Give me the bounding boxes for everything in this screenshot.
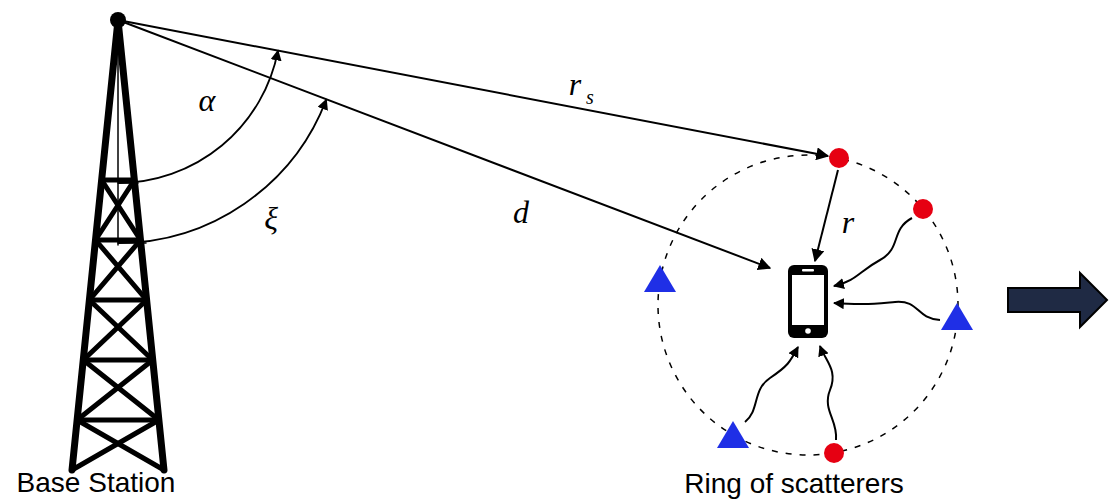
red-scatterer [824,148,933,463]
caption-label: Ring of scatterers [684,470,903,498]
phone-icon [788,265,828,338]
radius-arrow [815,170,838,261]
ray-line [118,20,828,156]
blue-scatterer [644,265,973,448]
block-arrow [1008,273,1107,327]
distance-label: r [842,206,854,238]
angle-arc [118,51,278,184]
distance-label: d [513,196,529,228]
angle-label: ξ [264,202,278,234]
tower-symbol [72,20,164,470]
angle-arc [118,100,326,243]
angle-label: α [199,84,216,116]
subscript-label: s [586,87,594,107]
caption-label: Base Station [17,469,176,497]
scatter-paths [745,218,940,440]
scatterer-ring [658,155,958,455]
distance-label: r [569,68,581,100]
ray-line [118,20,770,268]
